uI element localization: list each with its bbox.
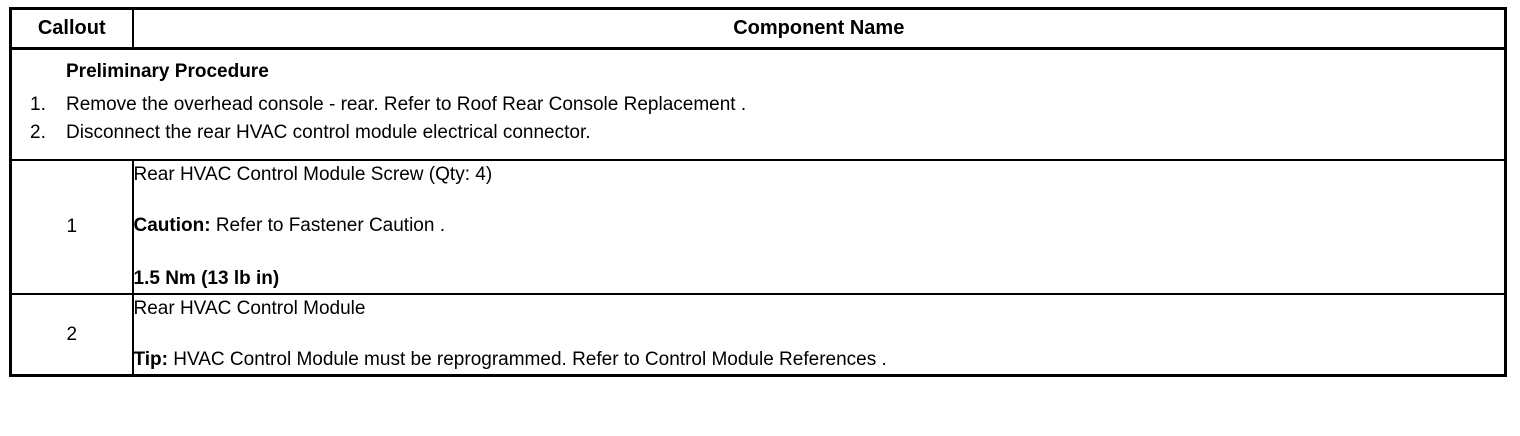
- list-item-number: 2.: [30, 122, 46, 143]
- callout-number: 1: [9, 160, 134, 295]
- component-name-text: Rear HVAC Control Module: [133, 298, 366, 319]
- table-row: 1 Rear HVAC Control Module Screw (Qty: 4…: [9, 160, 1507, 295]
- tip-label: Tip:: [133, 349, 168, 370]
- component-name-text: Rear HVAC Control Module Screw (Qty: 4): [133, 164, 493, 185]
- torque-spec: 1.5 Nm (13 lb in): [133, 268, 280, 289]
- list-item-number: 1.: [30, 94, 46, 115]
- table-row: 2 Rear HVAC Control Module Tip: HVAC Con…: [9, 294, 1507, 376]
- preliminary-procedure-cell: Preliminary Procedure 1. Remove the over…: [10, 48, 1506, 161]
- component-name-cell: Rear HVAC Control Module Tip: HVAC Contr…: [131, 294, 1507, 376]
- caution-body: Refer to Fastener Caution .: [215, 215, 445, 236]
- callout-number: 2: [9, 294, 134, 376]
- list-item-text: Remove the overhead console - rear. Refe…: [66, 94, 747, 115]
- component-callout-table: Callout Component Name Preliminary Proce…: [9, 7, 1507, 377]
- caution-label: Caution:: [133, 215, 211, 236]
- list-item-text: Disconnect the rear HVAC control module …: [66, 122, 591, 143]
- caution-note: Caution: Refer to Fastener Caution .: [134, 212, 1505, 240]
- column-header-callout: Callout: [10, 8, 134, 50]
- tip-body: HVAC Control Module must be reprogrammed…: [173, 349, 887, 370]
- column-header-component-name: Component Name: [131, 8, 1506, 50]
- preliminary-procedure-title: Preliminary Procedure: [66, 61, 269, 82]
- preliminary-procedure-list: 1. Remove the overhead console - rear. R…: [12, 91, 1504, 147]
- table-header-row: Callout Component Name: [10, 8, 1506, 50]
- list-item: 1. Remove the overhead console - rear. R…: [12, 91, 1504, 119]
- list-item: 2. Disconnect the rear HVAC control modu…: [12, 119, 1504, 147]
- tip-note: Tip: HVAC Control Module must be reprogr…: [134, 346, 1505, 374]
- component-name-cell: Rear HVAC Control Module Screw (Qty: 4) …: [131, 160, 1507, 295]
- preliminary-procedure-row: Preliminary Procedure 1. Remove the over…: [10, 48, 1506, 161]
